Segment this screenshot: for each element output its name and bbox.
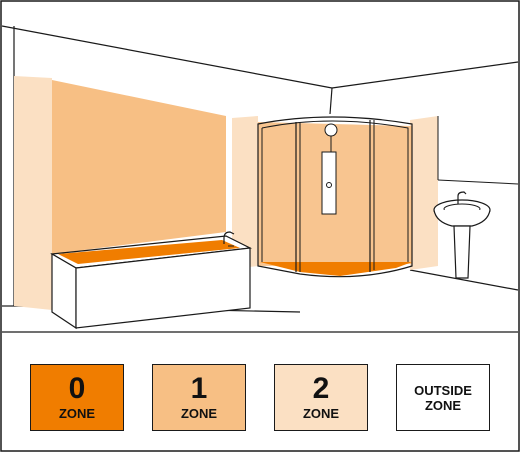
zone-1-label: ZONE bbox=[180, 405, 218, 421]
shower-enclosure bbox=[257, 116, 413, 278]
zone-2-legend: 2 ZONE bbox=[274, 364, 368, 431]
bath-tap-icon bbox=[223, 231, 235, 244]
side-wall bbox=[437, 116, 519, 185]
shower-head-icon bbox=[324, 123, 338, 137]
zone-0-number: 0 bbox=[68, 371, 86, 405]
bathtub bbox=[50, 231, 253, 330]
zone-1-number: 1 bbox=[190, 371, 208, 405]
outside-zone-line2: ZONE bbox=[424, 397, 462, 413]
zone-2-number: 2 bbox=[312, 371, 330, 405]
zone-0-label: ZONE bbox=[58, 405, 96, 421]
basin-tap-icon bbox=[457, 191, 467, 204]
zone-2-areas bbox=[14, 76, 438, 310]
zone-0-legend: 0 ZONE bbox=[30, 364, 124, 431]
outside-zone-line1: OUTSIDE bbox=[414, 382, 472, 398]
outside-zone-legend: OUTSIDE ZONE bbox=[396, 364, 490, 431]
zone-1-legend: 1 ZONE bbox=[152, 364, 246, 431]
wash-basin bbox=[433, 191, 491, 279]
zone-2-label: ZONE bbox=[302, 405, 340, 421]
